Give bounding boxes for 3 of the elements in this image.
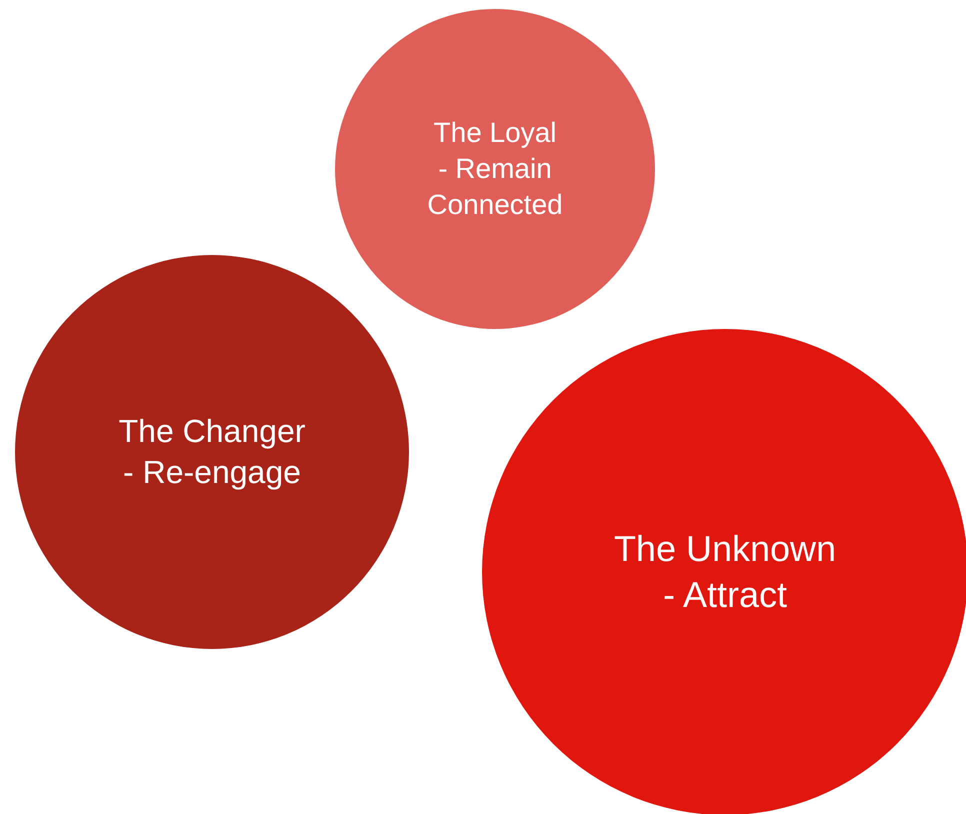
segment-label: The Loyal - Remain Connected (426, 116, 564, 222)
segment-label: The Unknown - Attract (612, 526, 838, 617)
segment-label: The Changer - Re-engage (118, 412, 306, 492)
